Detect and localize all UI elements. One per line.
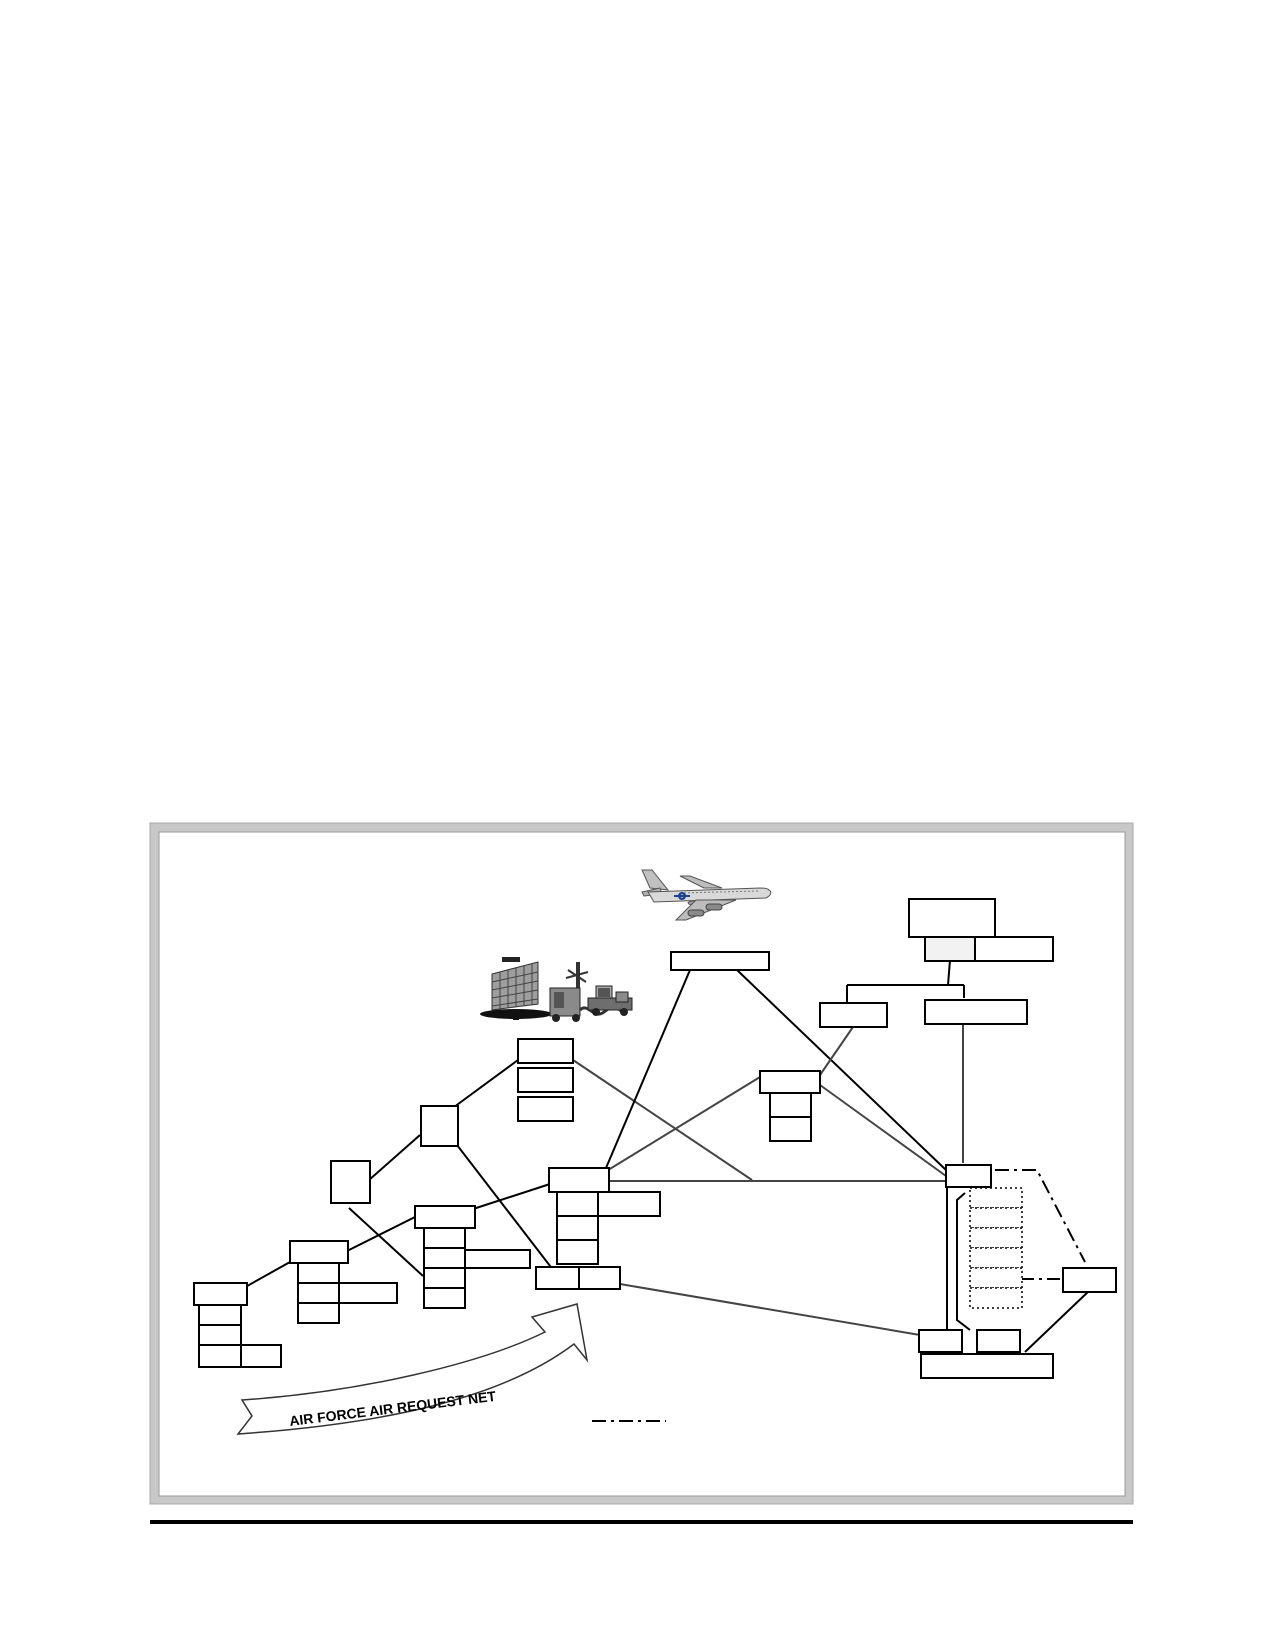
node-box	[420, 1105, 459, 1147]
node-box	[670, 951, 770, 971]
node-box	[578, 1266, 621, 1290]
node-box	[969, 1227, 1023, 1249]
node-box	[974, 936, 1054, 962]
node-box	[193, 1282, 248, 1306]
node-box	[535, 1266, 580, 1290]
node-box	[1062, 1267, 1117, 1293]
node-box	[423, 1227, 466, 1249]
node-box	[517, 1067, 574, 1093]
node-box	[969, 1287, 1023, 1309]
node-box	[976, 1329, 1021, 1353]
node-box	[969, 1207, 1023, 1229]
node-box	[769, 1116, 812, 1142]
node-box	[198, 1304, 242, 1326]
node-box	[548, 1167, 610, 1193]
node-box	[423, 1247, 466, 1269]
node-box	[517, 1038, 574, 1064]
node-box	[759, 1070, 821, 1094]
node-box	[240, 1344, 282, 1368]
node-box	[338, 1282, 398, 1304]
node-box	[918, 1329, 963, 1353]
node-box	[597, 1191, 661, 1217]
node-box	[297, 1302, 340, 1324]
node-box	[924, 999, 1028, 1025]
node-box	[908, 898, 996, 938]
jstars-aircraft-icon	[641, 869, 772, 921]
node-box	[924, 936, 976, 962]
node-boxes	[193, 898, 1117, 1379]
node-box	[198, 1324, 242, 1346]
node-box	[464, 1249, 531, 1269]
bottom-rule	[150, 1520, 1133, 1524]
node-box	[969, 1187, 1023, 1209]
node-box	[920, 1353, 1054, 1379]
node-box	[556, 1191, 599, 1217]
node-box	[969, 1247, 1023, 1269]
node-box	[819, 1002, 888, 1028]
node-box	[969, 1267, 1023, 1289]
connection-lines	[239, 959, 1091, 1422]
node-box	[198, 1344, 242, 1368]
node-box	[289, 1240, 349, 1264]
node-box	[297, 1282, 340, 1304]
node-box	[517, 1096, 574, 1122]
node-box	[414, 1205, 476, 1229]
node-box	[423, 1287, 466, 1309]
node-box	[423, 1267, 466, 1289]
radar-station-icon	[480, 957, 633, 1022]
node-box	[769, 1092, 812, 1118]
node-box	[556, 1239, 599, 1265]
node-box	[297, 1262, 340, 1284]
node-box	[945, 1164, 992, 1188]
node-box	[556, 1215, 599, 1241]
node-box	[330, 1160, 371, 1204]
